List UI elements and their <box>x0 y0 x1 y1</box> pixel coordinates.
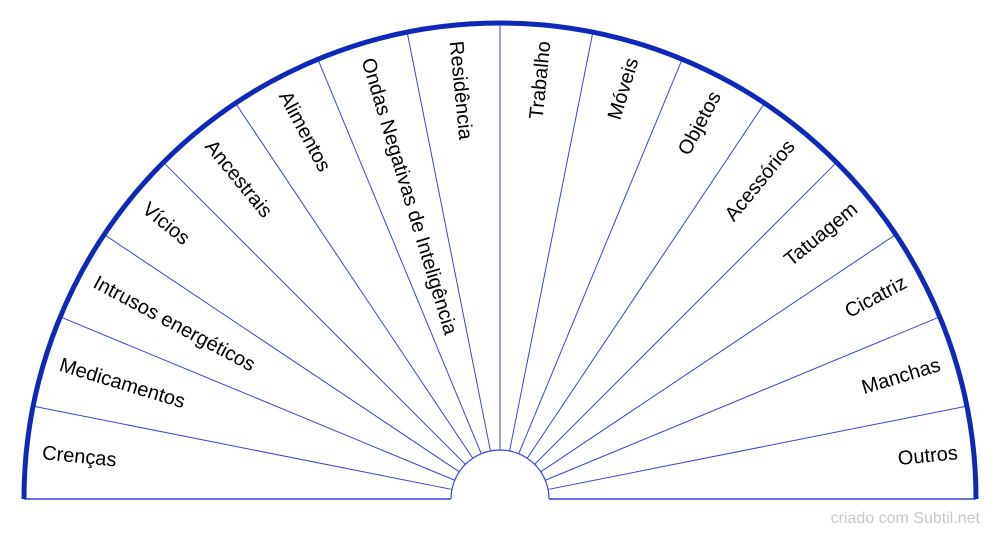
sector-label: Ancestrais <box>200 136 276 222</box>
sector-label: Vícios <box>138 198 194 250</box>
sector-divider <box>545 316 940 481</box>
sector-label: Medicamentos <box>57 354 188 413</box>
sector-label: Acessórios <box>721 136 800 226</box>
sector-label: Intrusos energéticos <box>89 272 258 376</box>
sector-label: Móveis <box>604 55 643 122</box>
sector-label: Objetos <box>674 88 726 159</box>
sector-divider <box>60 316 455 481</box>
sector-divider <box>509 32 594 452</box>
sector-divider <box>317 59 482 454</box>
watermark: criado com Subtil.net <box>830 510 980 527</box>
hub-arc <box>450 449 550 500</box>
sector-label: Alimentos <box>274 88 335 176</box>
sector-divider <box>406 32 491 452</box>
sector-label: Trabalho <box>526 40 556 120</box>
sector-label: Residência <box>445 40 477 141</box>
sector-label: Cicatriz <box>841 272 910 323</box>
sector-divider <box>526 102 765 459</box>
sector-label: Tatuagem <box>780 198 862 271</box>
sector-divider <box>103 234 460 473</box>
sector-label: Manchas <box>859 354 943 399</box>
sector-divider <box>33 405 453 490</box>
sector-label: Ondas Negativas de Inteligência <box>357 55 462 338</box>
sector-divider <box>534 162 837 465</box>
sector-label: Crenças <box>41 442 117 471</box>
sector-divider <box>235 102 474 459</box>
sector-label: Outros <box>897 442 959 470</box>
sector-divider <box>163 162 466 465</box>
sector-divider <box>518 59 683 454</box>
outer-arc <box>21 20 979 500</box>
sector-divider <box>540 234 897 473</box>
sector-divider <box>547 405 967 490</box>
